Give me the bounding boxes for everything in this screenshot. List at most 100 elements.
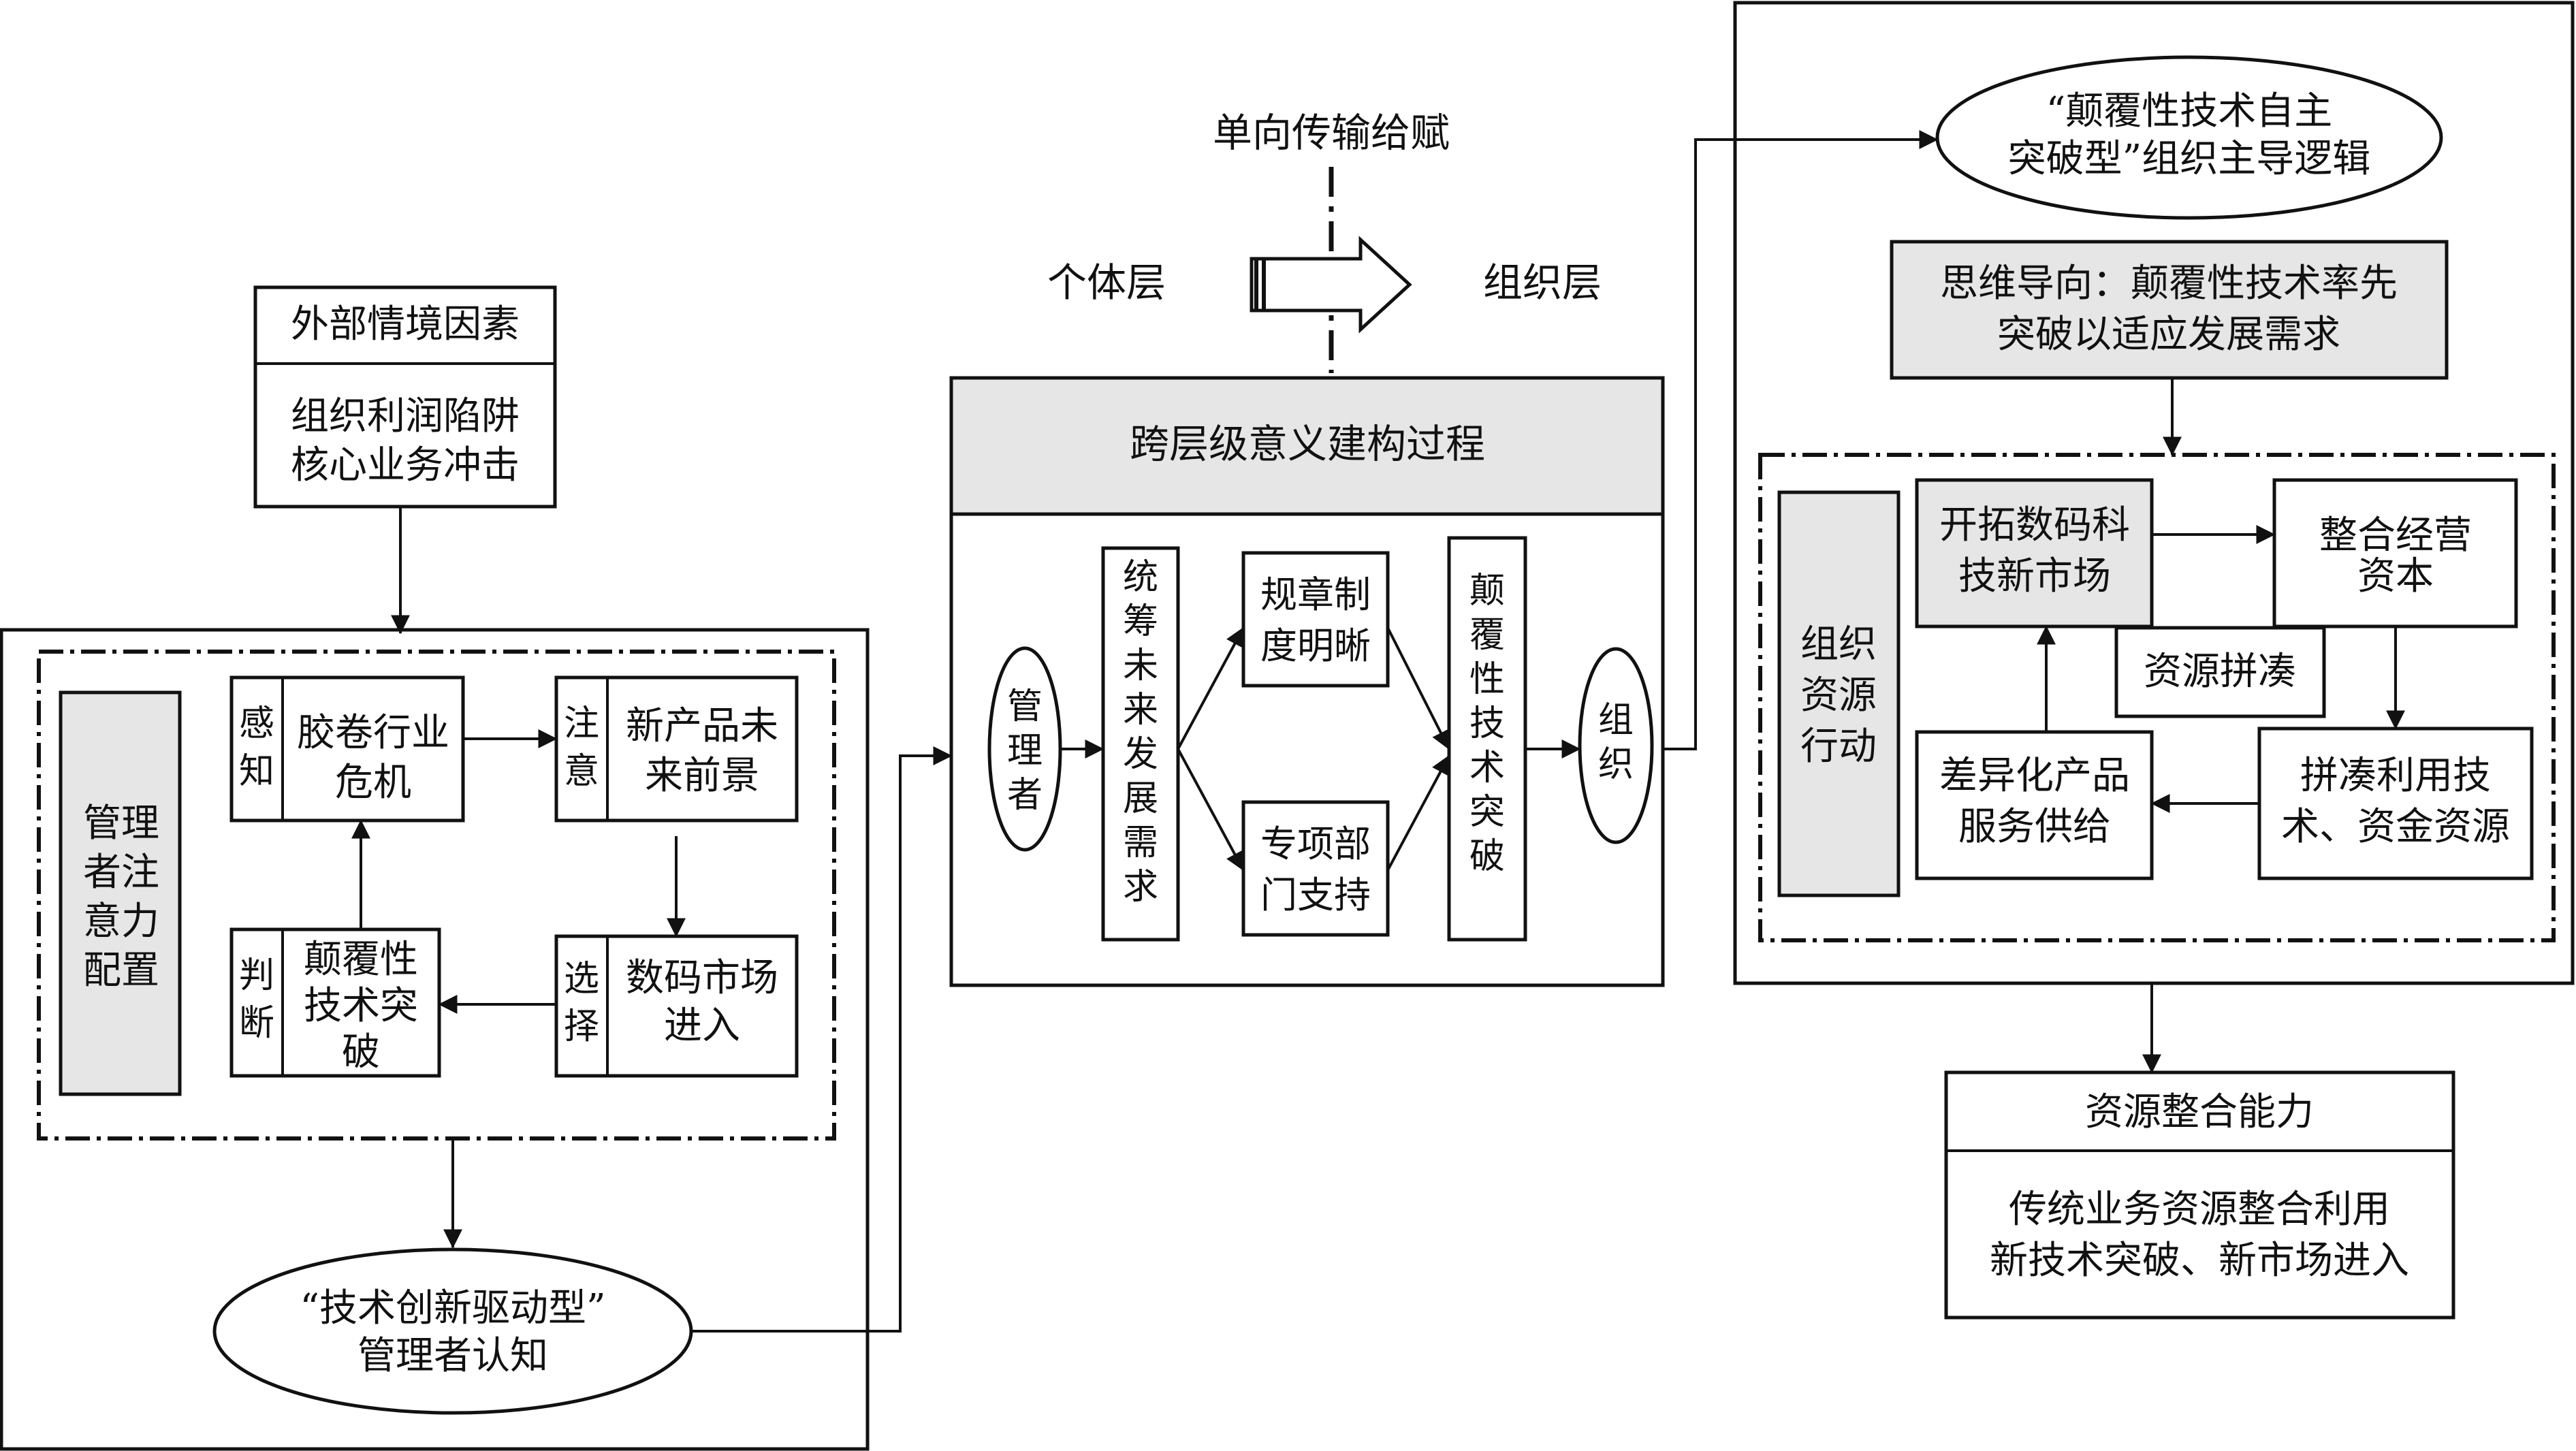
tech-funds-line-1: 拼凑利用技 <box>2300 754 2491 798</box>
manager-cognition-ellipse: “技术创新驱动型” 管理者认知 <box>212 1247 693 1415</box>
dept-box: 专项部 门支持 <box>1241 800 1390 937</box>
resource-action-line-2: 资源 <box>1800 673 1877 718</box>
arrow-plan-to-rules <box>1177 626 1245 750</box>
stage-judge-line-1: 颠覆性 <box>304 938 418 982</box>
breakthrough-char-3: 性 <box>1469 659 1505 700</box>
stage-attention-line-1: 新产品未 <box>626 704 778 748</box>
plan-char-8: 求 <box>1123 867 1158 908</box>
mindset-line-1: 思维导向：颠覆性技术率先 <box>1940 261 2398 306</box>
new-market-line-1: 开拓数码科 <box>1939 503 2130 547</box>
stage-attention: 注 意 新产品未 来前景 <box>554 675 799 823</box>
plan-box: 统 筹 未 来 发 展 需 求 <box>1101 546 1180 942</box>
products-line-2: 服务供给 <box>1958 805 2111 849</box>
products-line-1: 差异化产品 <box>1939 754 2130 798</box>
arrow-dept-to-breakthrough <box>1386 754 1450 871</box>
bricolage-label: 资源拼凑 <box>2144 650 2296 694</box>
dept-line-2: 门支持 <box>1260 874 1371 916</box>
breakthrough-char-1: 颠 <box>1469 571 1505 611</box>
resource-action-line-1: 组织 <box>1800 622 1877 667</box>
transfer-label: 单向传输给赋 <box>1213 110 1450 156</box>
organization-level-label: 组织层 <box>1483 259 1602 306</box>
plan-char-5: 发 <box>1123 734 1158 775</box>
resource-action-line-3: 行动 <box>1800 724 1877 769</box>
plan-char-4: 来 <box>1123 690 1158 731</box>
org-char-1: 组 <box>1598 700 1634 741</box>
tech-funds-line-2: 术、资金资源 <box>2281 805 2510 849</box>
org-logic-ellipse: “颠覆性技术自主 突破型”组织主导逻辑 <box>1935 55 2443 220</box>
stage-select-tag-2: 择 <box>564 1006 599 1047</box>
capability-line-1: 传统业务资源整合利用 <box>2009 1187 2390 1232</box>
stage-judge-tag-1: 判 <box>239 955 274 996</box>
org-logic-line-1: “颠覆性技术自主 <box>2046 89 2333 133</box>
attention-config-line-3: 意力 <box>83 899 159 944</box>
capability-box: 资源整合能力 传统业务资源整合利用 新技术突破、新市场进入 <box>1944 1070 2455 1320</box>
arrow-plan-to-dept <box>1177 748 1245 872</box>
breakthrough-char-2: 覆 <box>1469 615 1505 656</box>
org-logic-line-2: 突破型”组织主导逻辑 <box>2008 137 2371 181</box>
manager-cognition-line-2: 管理者认知 <box>357 1334 548 1378</box>
attention-config-line-2: 者注 <box>83 850 159 895</box>
stage-judge-line-3: 破 <box>342 1030 380 1074</box>
rules-line-2: 度明晰 <box>1260 624 1371 667</box>
dept-line-1: 专项部 <box>1260 823 1371 865</box>
org-char-2: 织 <box>1598 744 1634 785</box>
products-box: 差异化产品 服务供给 <box>1915 730 2154 880</box>
stage-select-line-2: 进入 <box>664 1004 740 1048</box>
capital-line-2: 资本 <box>2357 554 2434 599</box>
transfer-arrow-icon <box>1250 236 1412 334</box>
arrow-cognition-to-sensemaking <box>691 746 953 1333</box>
external-context-title: 外部情境因素 <box>291 302 520 347</box>
right-outer-frame <box>1733 1 2575 985</box>
attention-config-line-4: 配置 <box>83 948 159 993</box>
stage-select: 选 择 数码市场 进入 <box>554 934 799 1078</box>
capability-line-2: 新技术突破、新市场进入 <box>1990 1239 2409 1283</box>
mindset-line-2: 突破以适应发展需求 <box>1997 313 2340 357</box>
attention-config-box: 管理 者注 意力 配置 <box>59 690 182 1096</box>
external-context-line-2: 核心业务冲击 <box>291 443 520 488</box>
org-ellipse: 组 织 <box>1578 647 1654 844</box>
sensemaking-title-box: 跨层级意义建构过程 <box>949 376 1665 516</box>
stage-select-line-1: 数码市场 <box>626 956 778 1000</box>
breakthrough-char-6: 突 <box>1469 792 1505 833</box>
stage-judge-line-2: 技术突 <box>304 984 418 1028</box>
attention-config-line-1: 管理 <box>83 801 159 846</box>
capability-title: 资源整合能力 <box>2085 1090 2314 1134</box>
breakthrough-box: 颠 覆 性 技 术 突 破 <box>1447 536 1527 942</box>
individual-level-label: 个体层 <box>1047 259 1166 306</box>
new-market-line-2: 技新市场 <box>1958 554 2111 599</box>
external-context-box: 外部情境因素 组织利润陷阱 核心业务冲击 <box>253 285 557 509</box>
arrow-org-to-logic <box>1663 130 1939 750</box>
capital-line-1: 整合经营 <box>2319 513 2472 558</box>
stage-perceive-tag-2: 知 <box>239 751 274 792</box>
left-outer-frame <box>0 628 870 1451</box>
tech-funds-box: 拼凑利用技 术、资金资源 <box>2257 727 2534 880</box>
new-market-box: 开拓数码科 技新市场 <box>1915 478 2154 628</box>
stage-judge: 判 断 颠覆性 技术突 破 <box>229 927 441 1078</box>
stage-perceive: 感 知 胶卷行业 危机 <box>229 675 465 823</box>
resource-action-box: 组织 资源 行动 <box>1777 490 1901 897</box>
right-panel: “颠覆性技术自主 突破型”组织主导逻辑 思维导向：颠覆性技术率先 突破以适应发展… <box>1733 1 2575 1320</box>
plan-char-3: 未 <box>1123 645 1158 686</box>
breakthrough-char-4: 技 <box>1469 703 1505 744</box>
plan-char-1: 统 <box>1123 557 1158 598</box>
stage-judge-tag-2: 断 <box>239 1003 274 1044</box>
stage-attention-tag-2: 意 <box>564 751 599 792</box>
sensemaking-title: 跨层级意义建构过程 <box>1130 421 1485 467</box>
stage-attention-tag-1: 注 <box>564 703 599 744</box>
manager-char-2: 理 <box>1007 731 1043 771</box>
rules-line-1: 规章制 <box>1260 573 1371 616</box>
manager-ellipse: 管 理 者 <box>987 646 1062 852</box>
external-context-line-1: 组织利润陷阱 <box>291 394 520 439</box>
manager-char-3: 者 <box>1007 775 1043 816</box>
left-inner-dashdot-frame <box>37 650 836 1141</box>
right-inner-dashdot-frame <box>1758 453 2556 942</box>
stage-perceive-tag-1: 感 <box>239 703 274 744</box>
plan-char-2: 筹 <box>1123 601 1158 642</box>
stage-perceive-line-2: 危机 <box>335 761 411 805</box>
plan-char-7: 需 <box>1123 823 1158 863</box>
manager-cognition-line-1: “技术创新驱动型” <box>300 1286 605 1330</box>
bricolage-box: 资源拼凑 <box>2114 626 2326 718</box>
rules-box: 规章制 度明晰 <box>1241 551 1390 688</box>
breakthrough-char-7: 破 <box>1469 836 1505 877</box>
